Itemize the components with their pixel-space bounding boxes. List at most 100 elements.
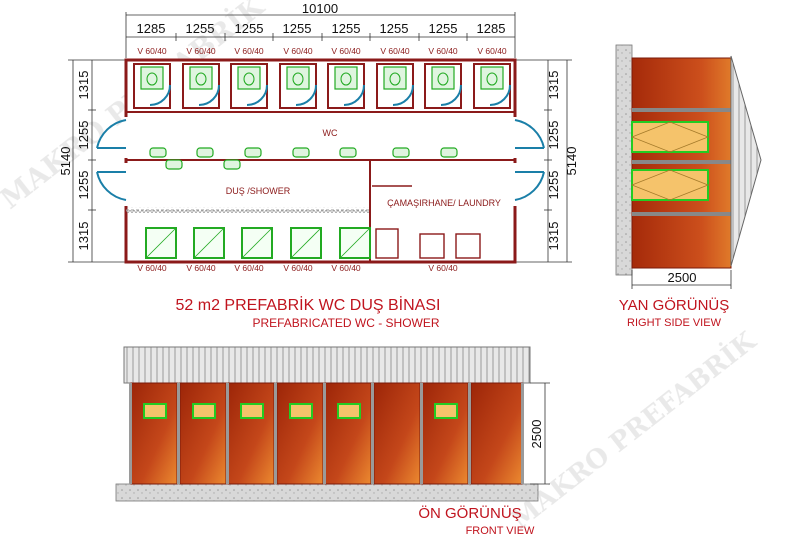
front-panels [130, 382, 523, 485]
side-width-label: 2500 [668, 270, 697, 285]
wc-cubicle-2 [182, 63, 220, 109]
plan-shower-cabins [145, 227, 371, 259]
plan-left-dim-labels: 5140 1315 1255 1255 1315 [58, 71, 91, 251]
plan-top-window-labels: V 60/40 V 60/40 V 60/40 V 60/40 V 60/40 … [137, 46, 507, 56]
toilet-fixture [237, 66, 261, 90]
window-label: V 60/40 [283, 46, 313, 56]
plan-doors-right [514, 119, 545, 201]
sink-fixture [339, 147, 357, 158]
shower-cabin-3 [241, 227, 273, 259]
dim-right-3: 1255 [546, 171, 561, 200]
window-label: V 60/40 [428, 263, 458, 273]
toilet-fixture [480, 66, 504, 90]
front-view: 2500 [115, 346, 550, 502]
toilet-fixture [334, 66, 358, 90]
dim-top-4: 1255 [283, 21, 312, 36]
plan-wc-cubicles [133, 63, 511, 109]
wc-cubicle-7 [424, 63, 462, 109]
toilet-fixture [189, 66, 213, 90]
front-panel [130, 382, 178, 485]
shower-cabin-2 [193, 227, 225, 259]
wc-cubicle-8 [473, 63, 511, 109]
side-view: 2500 [615, 44, 762, 289]
dim-top-5: 1255 [332, 21, 361, 36]
wc-cubicle-4 [279, 63, 317, 109]
window-label: V 60/40 [428, 46, 458, 56]
front-windows [143, 403, 458, 419]
room-label-wc: WC [323, 128, 338, 138]
plan-shower-curtain-band [126, 207, 370, 213]
sink-fixture [149, 147, 167, 158]
room-label-shower: DUŞ /SHOWER [226, 186, 291, 196]
toilet-fixture [140, 66, 164, 90]
window-label: V 60/40 [380, 46, 410, 56]
dim-top-8: 1285 [477, 21, 506, 36]
side-window [631, 121, 709, 153]
plan-laundry-fixtures [375, 228, 481, 259]
plan-sinks [149, 147, 458, 170]
front-base [115, 483, 539, 502]
toilet-fixture [286, 66, 310, 90]
plan-right-dim-labels: 5140 1315 1255 1255 1315 [546, 71, 579, 251]
sink-fixture [165, 159, 183, 170]
front-height-label: 2500 [529, 420, 544, 449]
front-window [143, 403, 167, 419]
dim-top-7: 1255 [429, 21, 458, 36]
front-panel [421, 382, 469, 485]
window-label: V 60/40 [331, 263, 361, 273]
side-window [631, 169, 709, 201]
front-window [289, 403, 313, 419]
dim-top-1: 1285 [137, 21, 166, 36]
dim-left-4: 1315 [76, 222, 91, 251]
plan-room-labels: WC DUŞ /SHOWER ÇAMAŞIRHANE/ LAUNDRY [226, 128, 501, 208]
sink-fixture [223, 159, 241, 170]
dim-height-right: 5140 [564, 147, 579, 176]
sink-fixture [292, 147, 310, 158]
front-title-en: FRONT VIEW [466, 525, 535, 537]
dim-right-1: 1315 [546, 71, 561, 100]
shower-cabin-5 [339, 227, 371, 259]
front-window [192, 403, 216, 419]
front-panel [179, 382, 227, 485]
dim-top-3: 1255 [235, 21, 264, 36]
plan-bottom-window-labels: V 60/40 V 60/40 V 60/40 V 60/40 V 60/40 … [137, 263, 458, 273]
sink-fixture [440, 147, 458, 158]
washing-machine [419, 233, 445, 259]
side-title-en: RIGHT SIDE VIEW [627, 317, 722, 329]
window-label: V 60/40 [137, 263, 167, 273]
plan-top-dim-labels: 10100 1285 1255 1255 1255 1255 1255 1255… [137, 1, 506, 36]
side-width-dim [631, 270, 732, 289]
main-title-tr: 52 m2 PREFABRİK WC DUŞ BİNASI [176, 295, 441, 314]
washing-machine [455, 233, 481, 259]
dim-left-3: 1255 [76, 171, 91, 200]
front-title-tr: ÖN GÖRÜNÜŞ [418, 504, 521, 522]
dim-total: 10100 [302, 1, 338, 16]
window-label: V 60/40 [186, 263, 216, 273]
dim-left-2: 1255 [76, 121, 91, 150]
front-height-dim [530, 382, 550, 485]
dim-top-2: 1255 [186, 21, 215, 36]
sink-fixture [244, 147, 262, 158]
front-window [240, 403, 264, 419]
dim-right-4: 1315 [546, 222, 561, 251]
front-window [337, 403, 361, 419]
window-label: V 60/40 [234, 46, 264, 56]
side-windows [630, 121, 710, 201]
side-foundation [615, 44, 633, 276]
wc-cubicle-1 [133, 63, 171, 109]
window-label: V 60/40 [186, 46, 216, 56]
shower-cabin-4 [290, 227, 322, 259]
window-label: V 60/40 [137, 46, 167, 56]
front-panel [470, 382, 523, 485]
wc-cubicle-6 [376, 63, 414, 109]
room-label-laundry: ÇAMAŞIRHANE/ LAUNDRY [387, 198, 501, 208]
side-roof-profile [730, 55, 762, 267]
dim-left-1: 1315 [76, 71, 91, 100]
plan-right-dimensions [515, 59, 572, 263]
front-panel [324, 382, 372, 485]
toilet-fixture [383, 66, 407, 90]
front-panel [373, 382, 421, 485]
side-title-tr: YAN GÖRÜNÜŞ [619, 296, 730, 314]
front-window [434, 403, 458, 419]
dim-right-2: 1255 [546, 121, 561, 150]
